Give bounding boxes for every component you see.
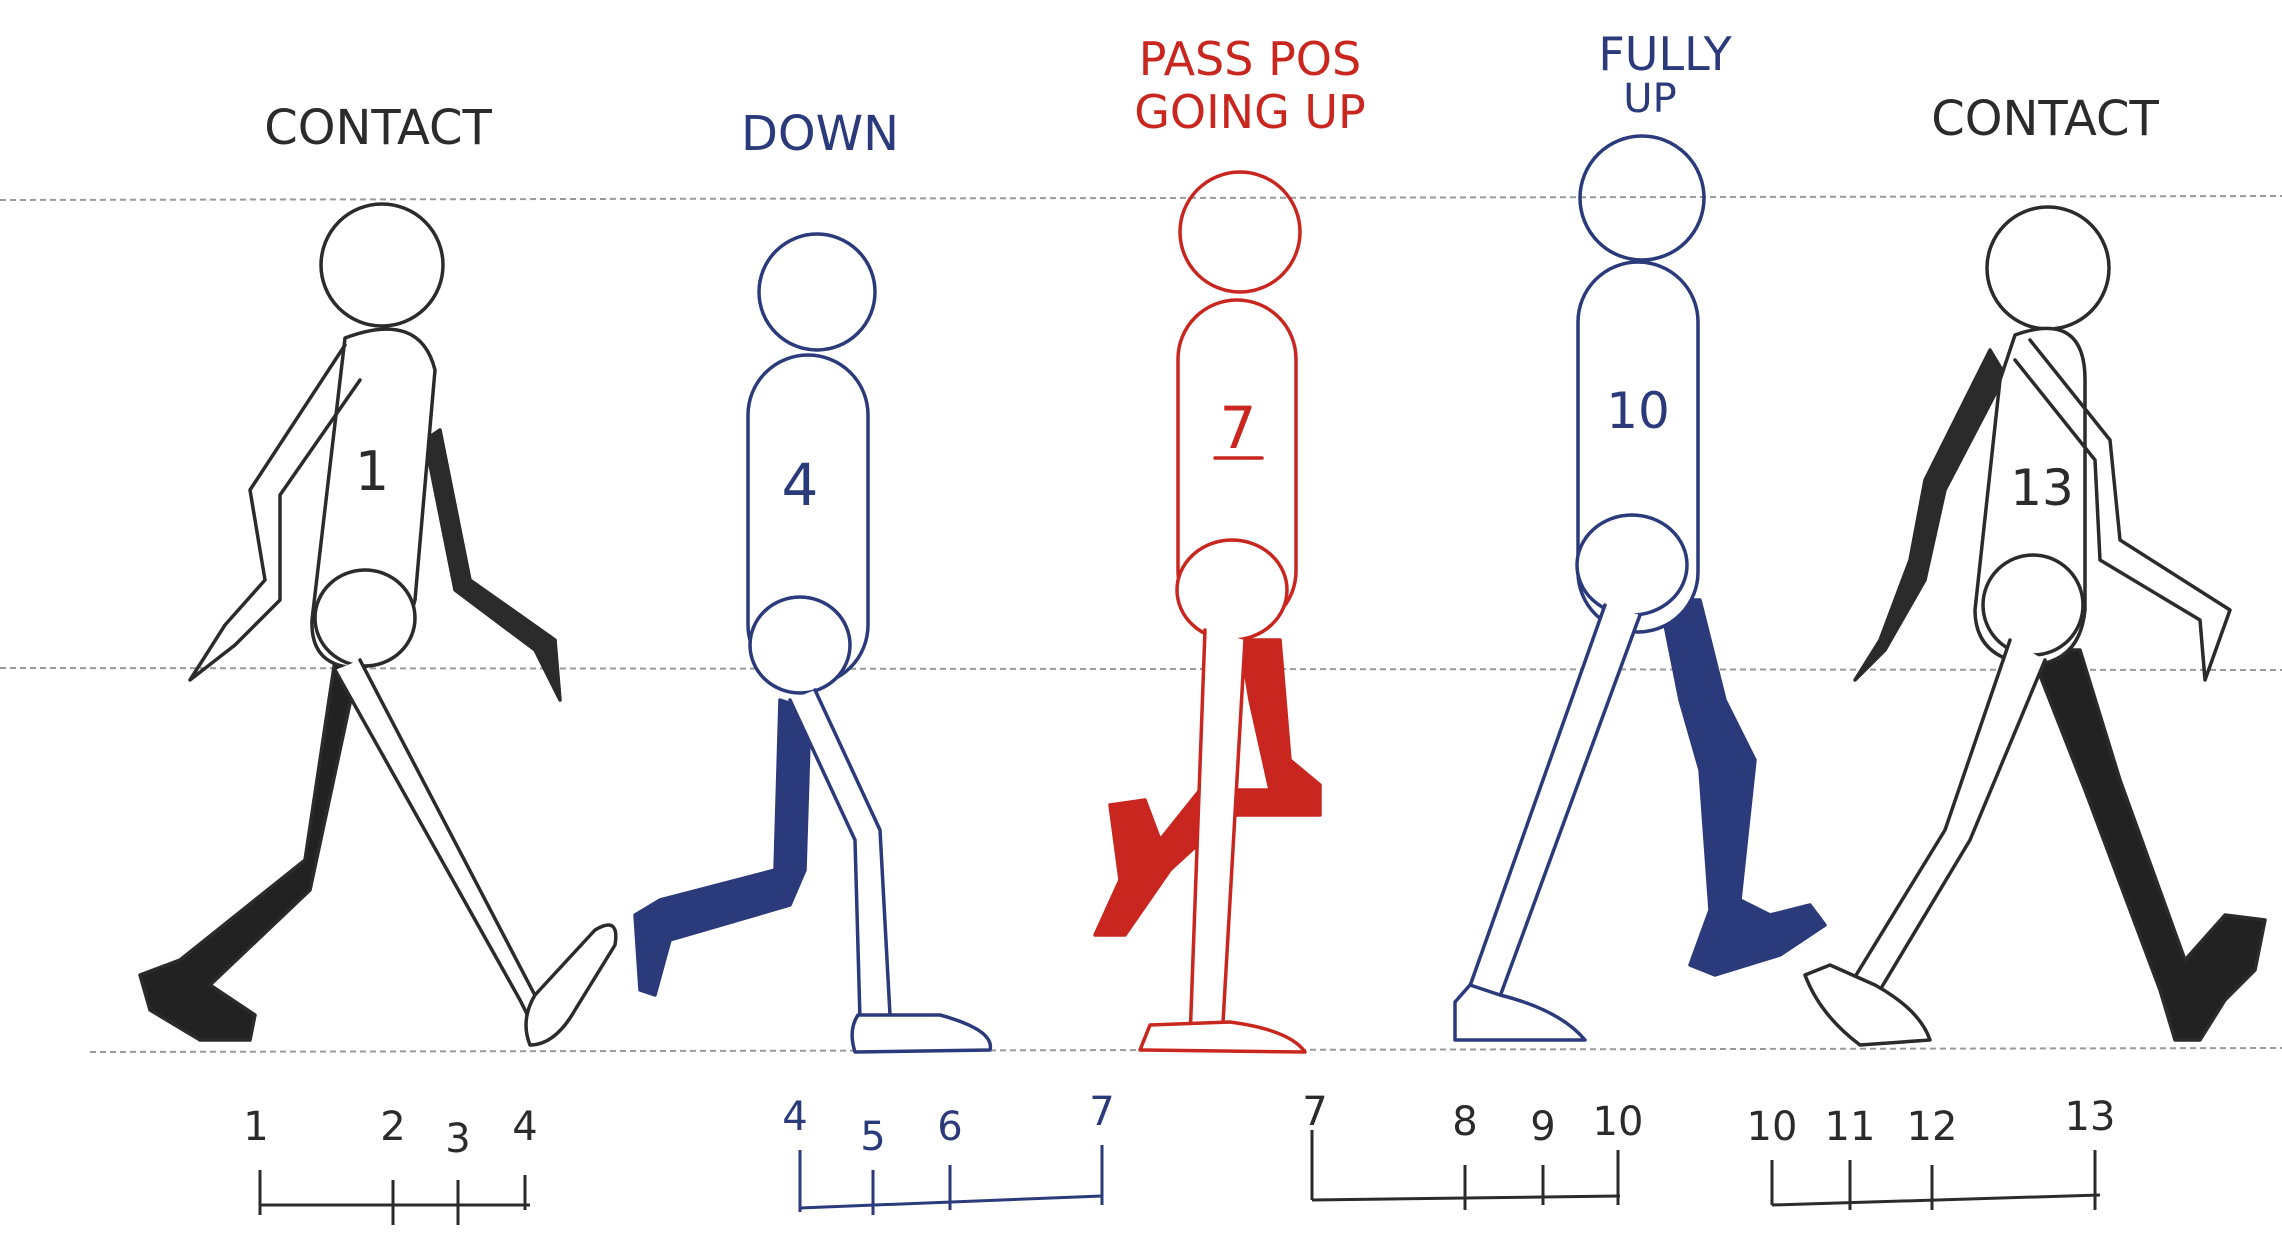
- timing-label: 4: [782, 1094, 807, 1140]
- pose-contact-13: CONTACT 13: [1805, 91, 2265, 1045]
- timing-label: 2: [380, 1104, 405, 1150]
- pose-fully-up: FULLY UP 10: [1455, 27, 1825, 1040]
- front-leg: [335, 660, 565, 1040]
- pose-label-contact-1: CONTACT: [264, 100, 492, 156]
- timing-label: 4: [512, 1104, 537, 1150]
- hip: [750, 597, 850, 693]
- back-leg: [2030, 650, 2265, 1040]
- head: [1987, 207, 2109, 329]
- timing-label: 12: [1907, 1104, 1958, 1150]
- head: [1180, 172, 1300, 292]
- pose-label-down: DOWN: [741, 106, 899, 162]
- pose-label-pass-line-2: GOING UP: [1134, 85, 1366, 139]
- back-leg: [635, 700, 810, 995]
- head-height-guide-line: [0, 196, 2282, 200]
- timing-label: 7: [1089, 1089, 1114, 1135]
- hip: [1983, 555, 2083, 655]
- hip: [315, 570, 415, 666]
- timing-chart-10-13: 10 11 12 13: [1747, 1094, 2116, 1210]
- front-foot: [1455, 985, 1585, 1040]
- body-number-10: 10: [1606, 382, 1670, 440]
- front-leg: [1850, 640, 2045, 990]
- hip: [1577, 515, 1687, 615]
- pose-label-pass-line-1: PASS POS: [1139, 32, 1361, 86]
- back-arm: [425, 430, 560, 700]
- timing-baseline: [1772, 1195, 2100, 1205]
- pose-contact-1: CONTACT 1: [140, 100, 616, 1045]
- head: [759, 234, 875, 350]
- hip: [1177, 540, 1287, 640]
- timing-label: 6: [937, 1104, 962, 1150]
- pose-label-contact-13: CONTACT: [1931, 91, 2159, 147]
- front-foot: [852, 1015, 990, 1052]
- body-number-4: 4: [782, 451, 819, 519]
- timing-label: 8: [1452, 1099, 1477, 1145]
- timing-label: 3: [445, 1116, 470, 1162]
- pose-passing: PASS POS GOING UP 7: [1095, 32, 1366, 1052]
- front-leg: [1190, 630, 1245, 1040]
- front-foot: [526, 925, 616, 1045]
- body-number-1: 1: [355, 440, 389, 503]
- timing-label: 11: [1825, 1104, 1876, 1150]
- timing-chart-4-7: 4 5 6 7: [782, 1089, 1114, 1215]
- timing-chart-7-10: 7 8 9 10: [1302, 1089, 1643, 1210]
- timing-label: 7: [1302, 1089, 1327, 1135]
- timing-label: 10: [1593, 1099, 1644, 1145]
- front-leg: [1465, 605, 1640, 1010]
- body-number-7: 7: [1220, 394, 1257, 462]
- pose-down: DOWN 4: [635, 106, 990, 1052]
- timing-chart-1-4: 1 2 3 4: [243, 1104, 537, 1225]
- pose-label-fully-line-2: UP: [1623, 76, 1676, 122]
- timing-label: 1: [243, 1104, 268, 1150]
- timing-label: 13: [2065, 1094, 2116, 1140]
- head: [321, 204, 443, 326]
- front-foot: [1140, 1022, 1305, 1052]
- timing-label: 9: [1530, 1104, 1555, 1150]
- body-number-13: 13: [2010, 459, 2074, 517]
- timing-label: 5: [860, 1114, 885, 1160]
- pose-label-fully-line-1: FULLY: [1598, 27, 1732, 81]
- timing-label: 10: [1747, 1104, 1798, 1150]
- back-leg: [140, 660, 355, 1040]
- back-leg: [1660, 600, 1825, 975]
